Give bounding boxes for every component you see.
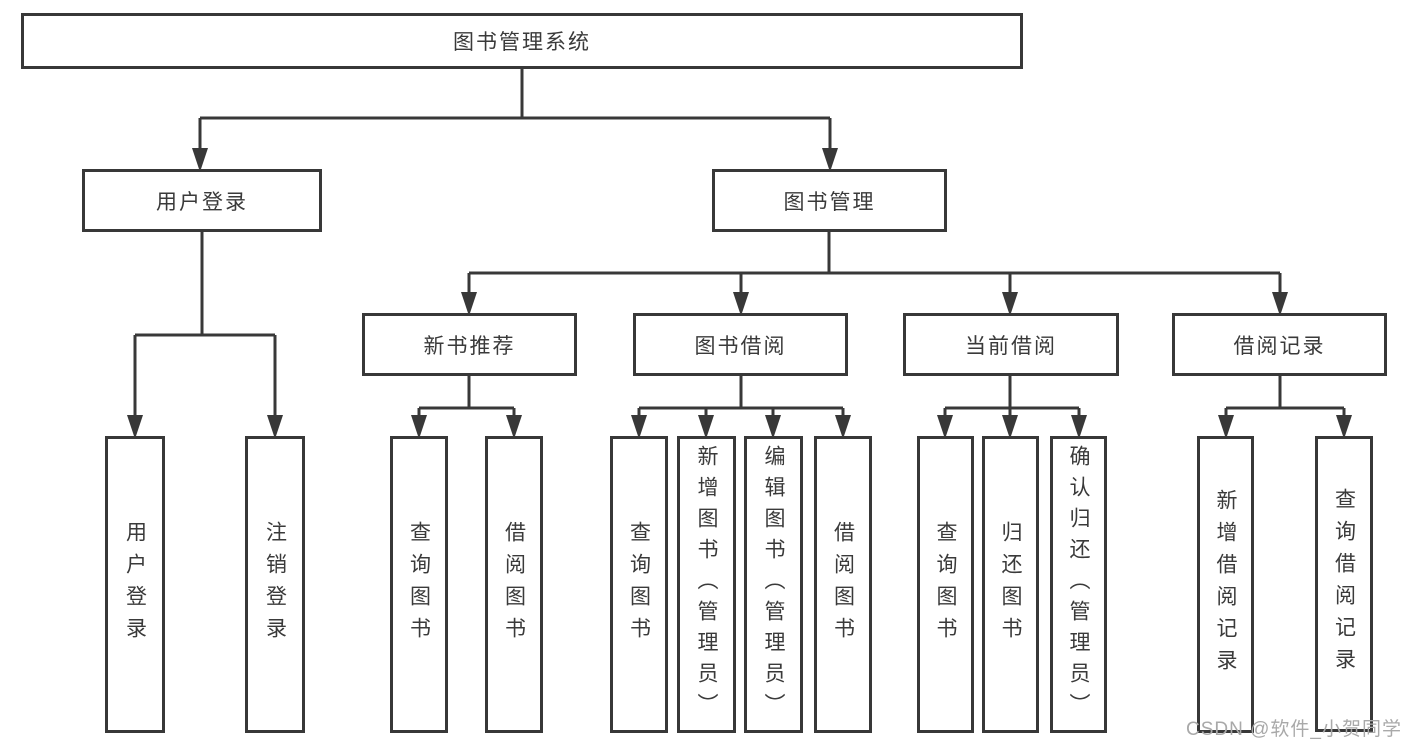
node-label: 查询图书 — [934, 520, 957, 649]
node-label: 用户登录 — [123, 520, 147, 649]
leaf-edit-book-admin: 编辑图书（管理员） — [744, 436, 803, 733]
leaf-query-books-recommend: 查询图书 — [390, 436, 448, 733]
node-current-borrow: 当前借阅 — [903, 313, 1119, 376]
node-label: 借阅图书 — [502, 520, 526, 649]
node-label: 新书推荐 — [423, 334, 516, 358]
node-borrow-records: 借阅记录 — [1172, 313, 1387, 376]
node-label: 新增借阅记录 — [1214, 488, 1237, 681]
leaf-confirm-return-admin: 确认归还（管理员） — [1050, 436, 1107, 733]
node-user-login: 用户登录 — [82, 169, 322, 232]
csdn-watermark: CSDN @软件_小贺同学 — [1186, 719, 1402, 740]
leaf-logout: 注销登录 — [245, 436, 305, 733]
node-label: 图书借阅 — [694, 334, 787, 358]
leaf-borrow-books-borrow: 借阅图书 — [814, 436, 872, 733]
node-label: 借阅记录 — [1233, 334, 1326, 358]
node-label: 确认归还（管理员） — [1067, 445, 1090, 724]
node-book-borrow: 图书借阅 — [633, 313, 848, 376]
node-label: 借阅图书 — [831, 520, 855, 649]
node-label: 当前借阅 — [965, 334, 1057, 358]
node-label: 图书管理系统 — [453, 31, 591, 54]
node-label: 归还图书 — [999, 520, 1022, 649]
leaf-return-books: 归还图书 — [982, 436, 1039, 733]
node-label: 编辑图书（管理员） — [762, 445, 785, 724]
node-label: 查询借阅记录 — [1332, 488, 1356, 680]
leaf-user-login: 用户登录 — [105, 436, 165, 733]
node-label: 注销登录 — [263, 520, 287, 649]
node-label: 图书管理 — [783, 190, 876, 214]
leaf-query-borrow-record: 查询借阅记录 — [1315, 436, 1373, 732]
leaf-add-book-admin: 新增图书（管理员） — [677, 436, 736, 733]
node-label: 用户登录 — [156, 190, 248, 214]
node-new-book-recommend: 新书推荐 — [362, 313, 577, 376]
node-library-system: 图书管理系统 — [21, 13, 1023, 69]
node-label: 查询图书 — [627, 520, 651, 649]
node-label: 新增图书（管理员） — [695, 445, 718, 724]
node-label: 查询图书 — [407, 520, 431, 649]
leaf-query-books-borrow: 查询图书 — [610, 436, 668, 733]
leaf-borrow-books-recommend: 借阅图书 — [485, 436, 543, 733]
leaf-add-borrow-record: 新增借阅记录 — [1197, 436, 1254, 733]
leaf-query-books-current: 查询图书 — [917, 436, 974, 733]
node-book-management: 图书管理 — [712, 169, 947, 232]
